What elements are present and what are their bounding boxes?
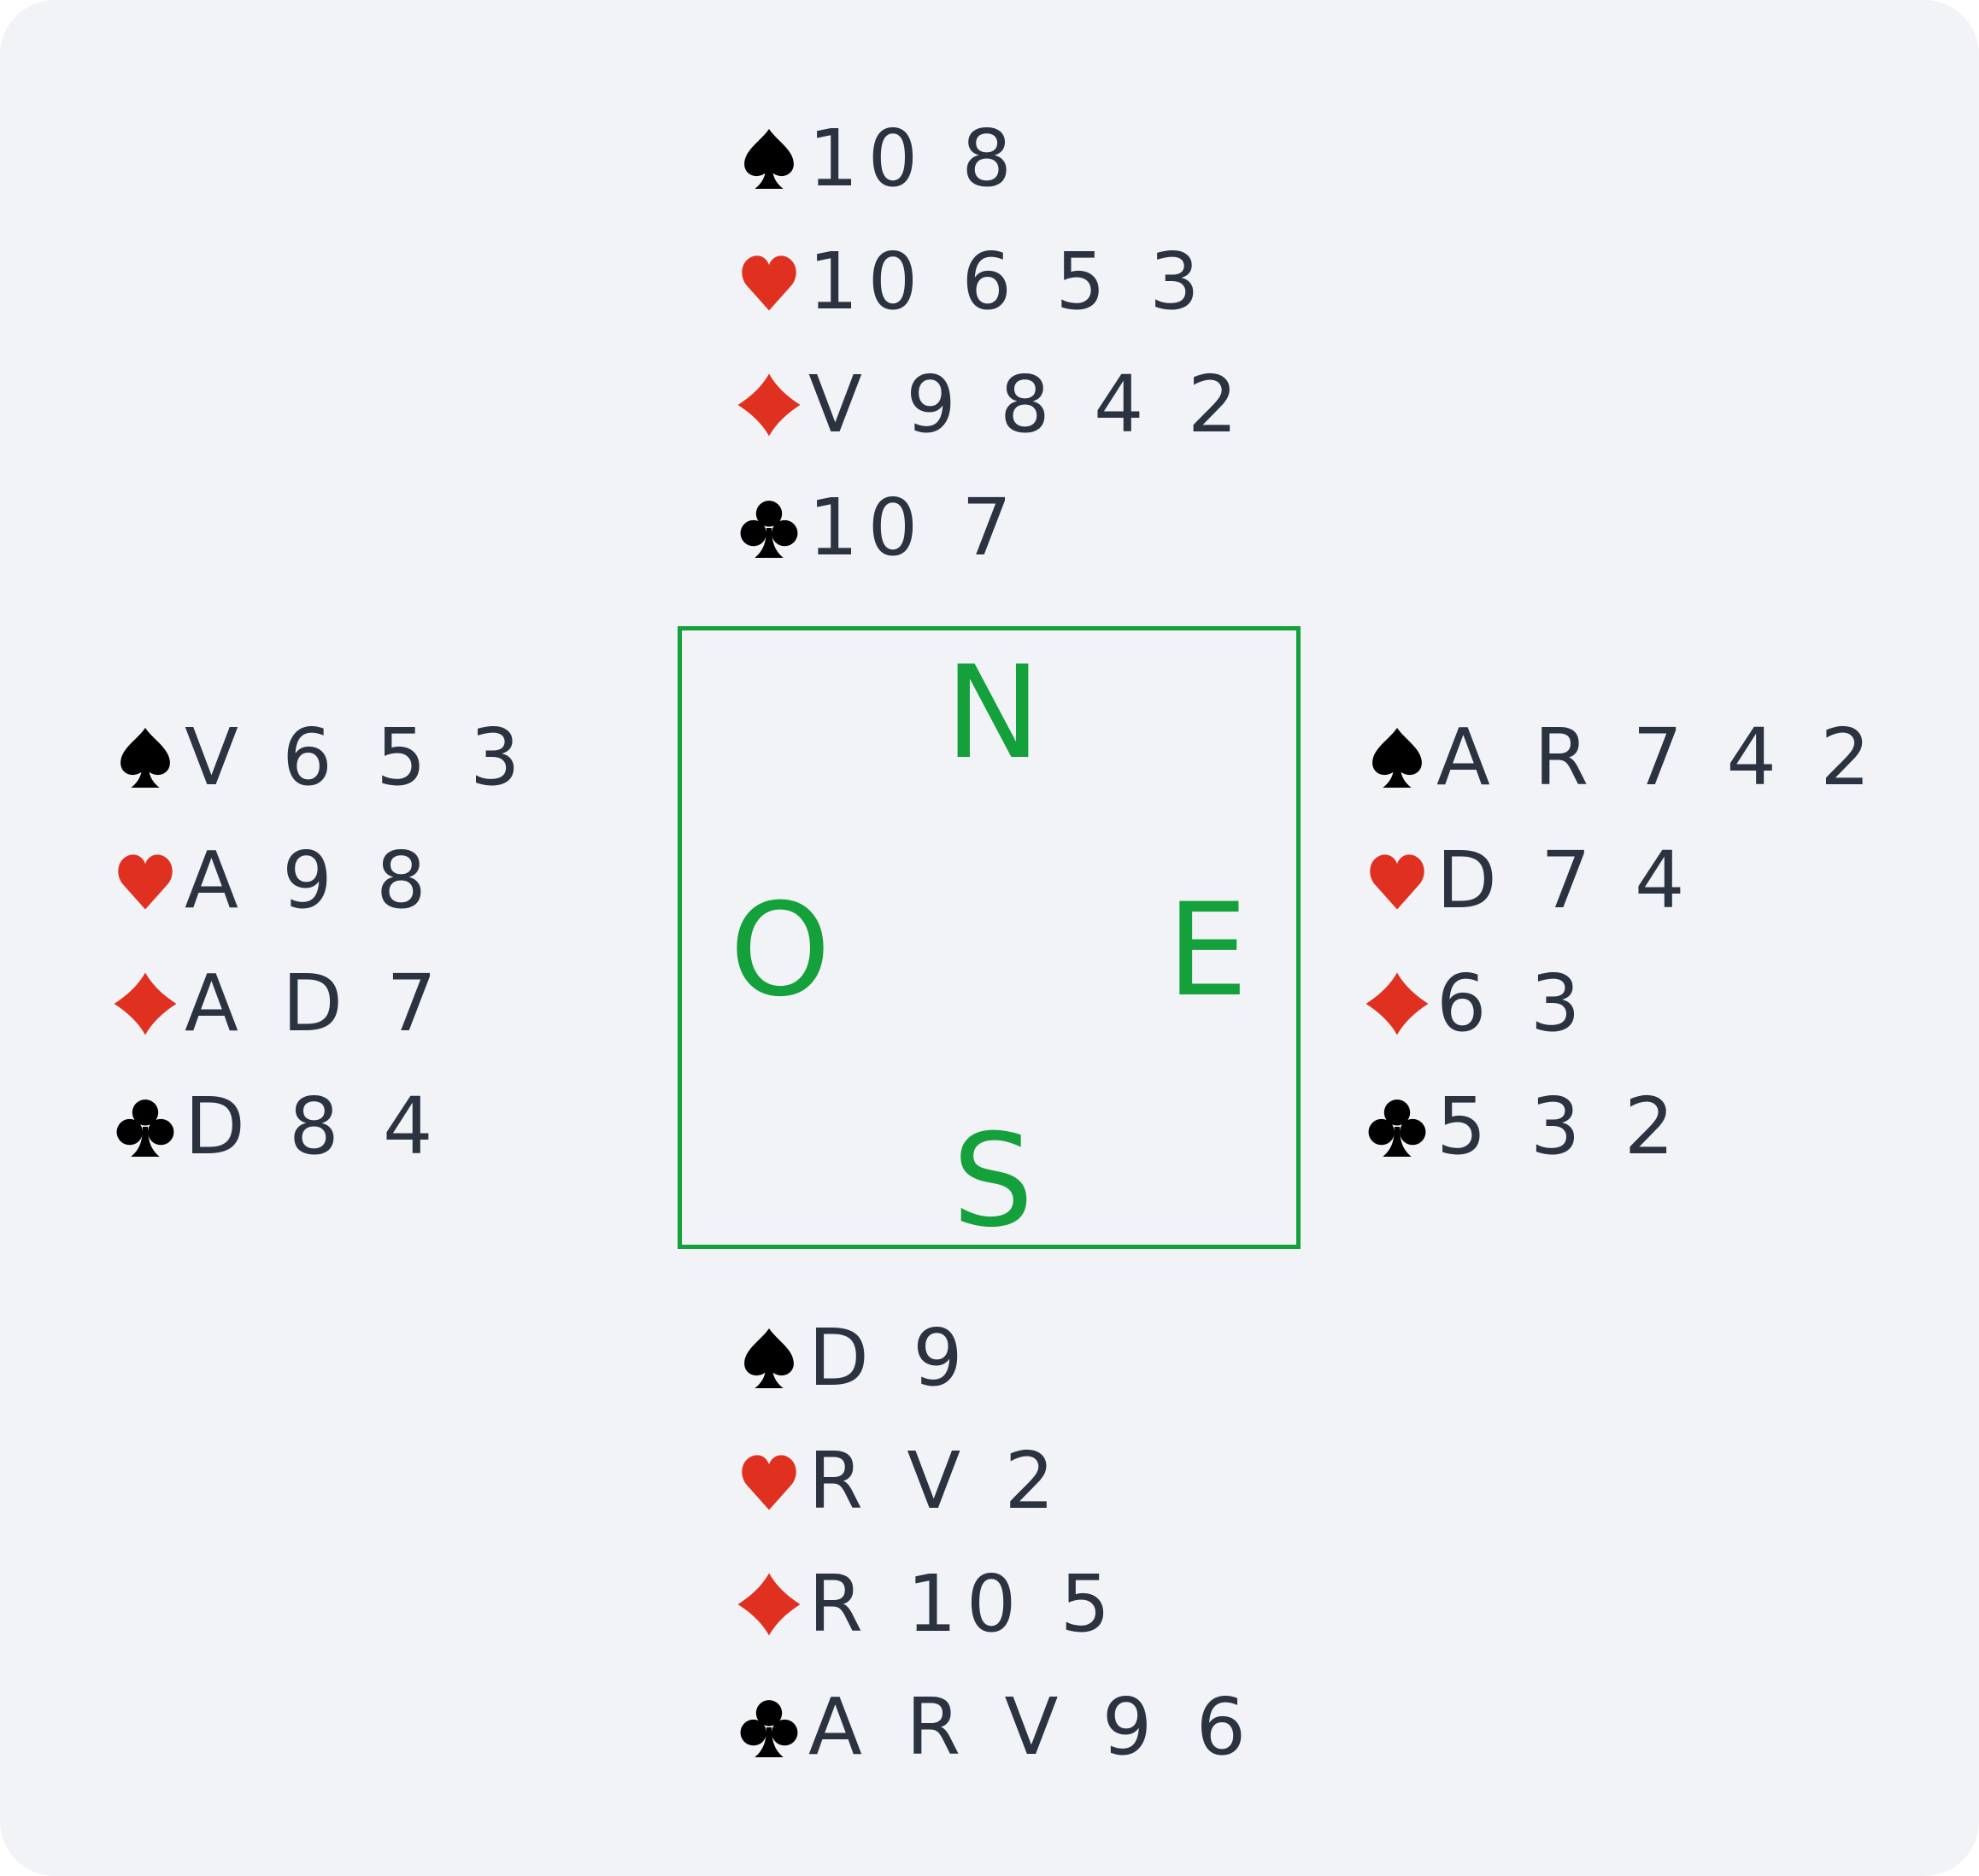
west-spades-row: V 6 5 3: [113, 696, 530, 819]
south-clubs-row: A R V 9 6: [737, 1666, 1255, 1789]
compass-east: E: [1166, 876, 1248, 1025]
compass-south: S: [952, 1107, 1034, 1256]
north-hearts-row: 10 6 5 3: [737, 220, 1247, 343]
compass-west: O: [729, 876, 831, 1025]
east-diamonds-row: 6 3: [1365, 942, 1880, 1065]
compass-box: N O E S: [678, 626, 1301, 1249]
west-clubs-row: D 8 4: [113, 1065, 530, 1188]
north-diamonds-row: V 9 8 4 2: [737, 343, 1247, 466]
west-hearts-row: A 9 8: [113, 819, 530, 942]
west-hearts-cards: A 9 8: [185, 835, 436, 926]
diamond-icon: [113, 971, 178, 1036]
club-icon: [737, 495, 802, 560]
diamond-icon: [737, 372, 802, 437]
north-spades-cards: 10 8: [808, 113, 1022, 204]
east-diamonds-cards: 6 3: [1436, 958, 1590, 1049]
heart-icon: [1365, 848, 1430, 913]
hand-south: D 9 R V 2 R 10 5 A R V 9 6: [737, 1297, 1255, 1789]
south-clubs-cards: A R V 9 6: [808, 1681, 1256, 1773]
east-hearts-row: D 7 4: [1365, 819, 1880, 942]
hand-north: 10 8 10 6 5 3 V 9 8 4 2 10 7: [737, 97, 1247, 589]
heart-icon: [113, 848, 178, 913]
north-clubs-cards: 10 7: [808, 482, 1022, 573]
diamond-icon: [737, 1572, 802, 1637]
spade-icon: [737, 126, 802, 191]
west-clubs-cards: D 8 4: [185, 1081, 443, 1172]
south-diamonds-row: R 10 5: [737, 1543, 1255, 1666]
east-hearts-cards: D 7 4: [1436, 835, 1694, 926]
west-spades-cards: V 6 5 3: [185, 712, 530, 803]
hand-west: V 6 5 3 A 9 8 A D 7 D 8 4: [113, 696, 530, 1188]
south-hearts-cards: R V 2: [808, 1435, 1065, 1527]
south-spades-cards: D 9: [808, 1312, 972, 1404]
north-diamonds-cards: V 9 8 4 2: [808, 359, 1248, 450]
east-clubs-cards: 5 3 2: [1436, 1081, 1684, 1172]
club-icon: [737, 1695, 802, 1760]
north-hearts-cards: 10 6 5 3: [808, 236, 1209, 327]
south-diamonds-cards: R 10 5: [808, 1558, 1120, 1650]
west-diamonds-cards: A D 7: [185, 958, 446, 1049]
spade-icon: [113, 725, 178, 790]
club-icon: [1365, 1094, 1430, 1159]
south-hearts-row: R V 2: [737, 1420, 1255, 1543]
spade-icon: [737, 1326, 802, 1391]
south-spades-row: D 9: [737, 1297, 1255, 1420]
club-icon: [113, 1094, 178, 1159]
diamond-icon: [1365, 971, 1430, 1036]
heart-icon: [737, 249, 802, 314]
east-clubs-row: 5 3 2: [1365, 1065, 1880, 1188]
spade-icon: [1365, 725, 1430, 790]
heart-icon: [737, 1449, 802, 1514]
hand-east: A R 7 4 2 D 7 4 6 3 5 3 2: [1365, 696, 1880, 1188]
north-clubs-row: 10 7: [737, 466, 1247, 589]
north-spades-row: 10 8: [737, 97, 1247, 220]
east-spades-cards: A R 7 4 2: [1436, 712, 1880, 803]
east-spades-row: A R 7 4 2: [1365, 696, 1880, 819]
west-diamonds-row: A D 7: [113, 942, 530, 1065]
compass-north: N: [944, 639, 1042, 788]
